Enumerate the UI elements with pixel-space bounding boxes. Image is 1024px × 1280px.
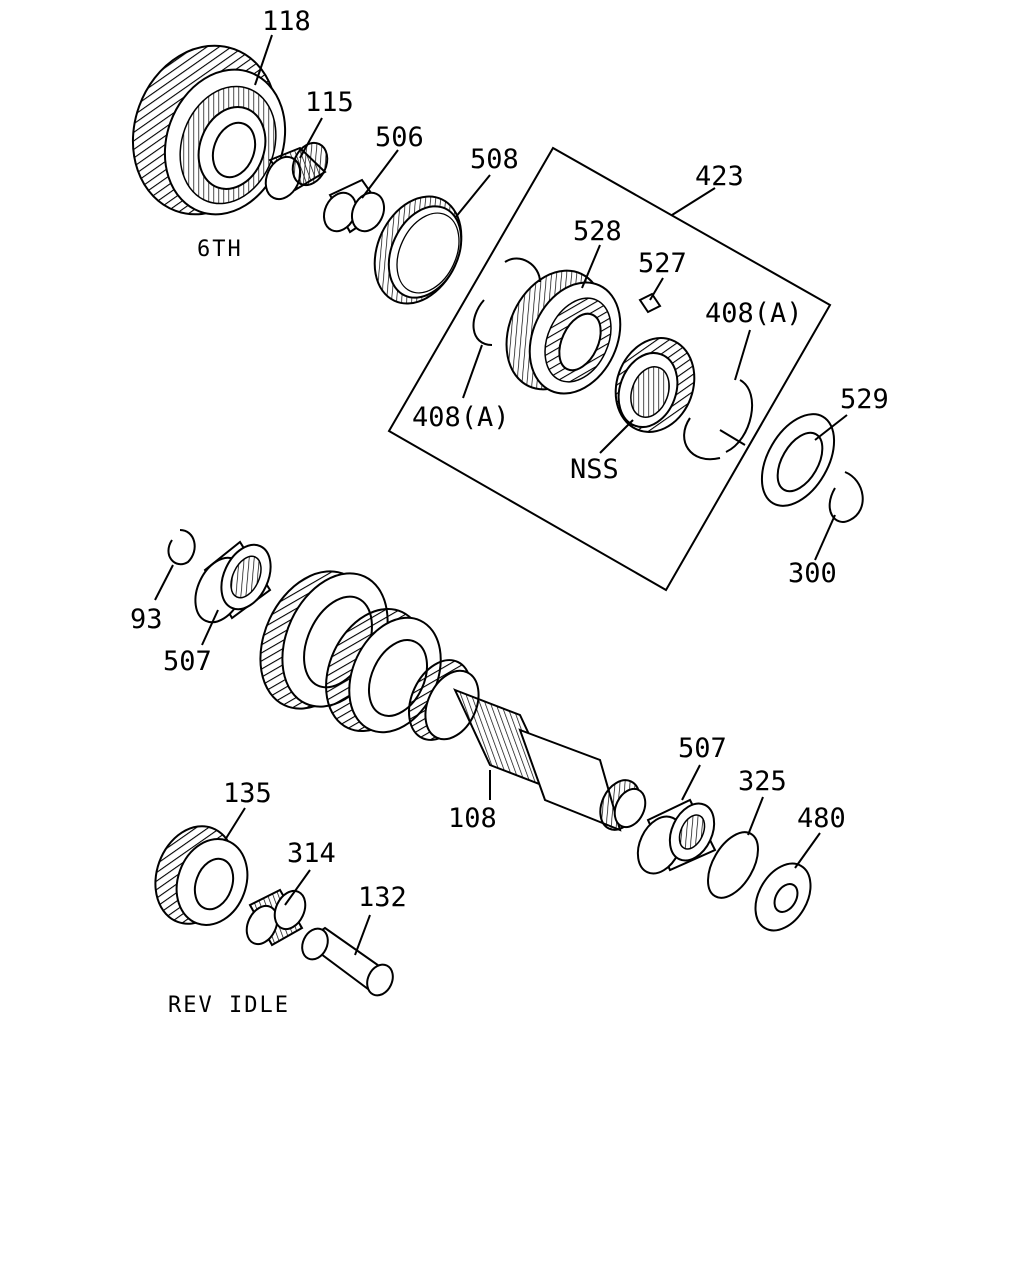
- label-118: 118: [262, 6, 311, 37]
- caption-rev-idle: REV IDLE: [168, 993, 290, 1018]
- ball-bearing-507-lower: [636, 798, 717, 875]
- shim-325: [707, 831, 759, 899]
- snap-ring-93: [167, 529, 196, 566]
- label-93: 93: [130, 604, 163, 635]
- caption-6th: 6TH: [197, 237, 243, 262]
- label-135: 135: [223, 778, 272, 809]
- label-408a-left: 408(A): [412, 402, 510, 433]
- spring-408a-left: [472, 257, 541, 346]
- label-314: 314: [287, 838, 336, 869]
- synchronizer-assembly-box-423: [387, 146, 832, 592]
- key-527: [638, 292, 662, 314]
- label-529: 529: [840, 384, 889, 415]
- label-423: 423: [695, 161, 744, 192]
- label-507-upper: 507: [163, 646, 212, 677]
- label-480: 480: [797, 803, 846, 834]
- sixth-gear-118: [131, 44, 287, 216]
- leader-lines: [154, 34, 848, 956]
- synchro-ring-508: [373, 195, 463, 305]
- needle-bearing-115: [264, 141, 329, 201]
- label-508: 508: [470, 144, 519, 175]
- part-labels: 118 115 506 508 423 528 527 408(A) 408(A…: [130, 6, 889, 1018]
- idler-shaft-132: [301, 926, 394, 997]
- label-325: 325: [738, 766, 787, 797]
- label-115: 115: [305, 87, 354, 118]
- countershaft-108: [453, 688, 647, 832]
- label-300: 300: [788, 558, 837, 589]
- label-408a-right: 408(A): [705, 298, 803, 329]
- label-507-lower: 507: [678, 733, 727, 764]
- reverse-idler-gear-135: [154, 825, 249, 926]
- needle-bearing-314: [245, 888, 307, 947]
- label-528: 528: [573, 216, 622, 247]
- label-506: 506: [375, 122, 424, 153]
- synchronizer-sleeve-528: [505, 269, 622, 395]
- thrust-washer-529: [760, 413, 836, 507]
- spring-408a-right: [683, 379, 754, 461]
- synchronizer-hub-nss: [614, 337, 696, 433]
- label-132: 132: [358, 882, 407, 913]
- washer-480: [754, 862, 812, 932]
- label-108: 108: [448, 803, 497, 834]
- label-nss: NSS: [570, 454, 619, 485]
- sleeve-506: [322, 178, 386, 234]
- label-527: 527: [638, 248, 687, 279]
- countershaft-gears: [259, 570, 480, 741]
- snap-ring-300: [828, 471, 864, 523]
- ball-bearing-507-upper: [194, 540, 272, 624]
